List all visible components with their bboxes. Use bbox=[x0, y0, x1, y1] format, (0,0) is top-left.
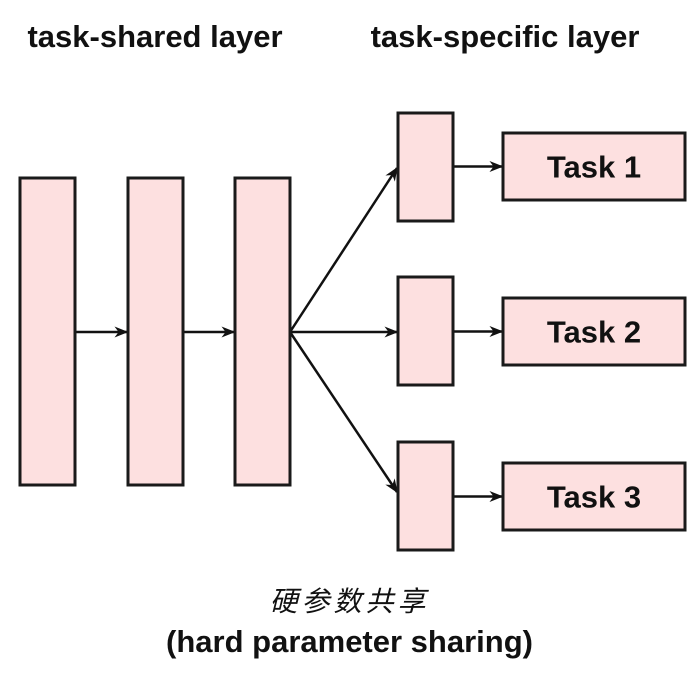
arrow-shared-to-specific-3 bbox=[288, 331, 399, 494]
task-specific-layer-1 bbox=[396, 111, 455, 223]
task-label-3: Task 3 bbox=[547, 480, 641, 515]
task-box-1 bbox=[501, 131, 687, 202]
shared-layer-3 bbox=[233, 176, 292, 487]
task-box-3 bbox=[501, 461, 687, 532]
task-specific-layer-3 bbox=[396, 440, 455, 552]
task-shared-layer-text: task-shared layer bbox=[27, 19, 283, 54]
task-specific-layer-2 bbox=[396, 275, 455, 387]
shared-layer-1 bbox=[18, 176, 77, 487]
task-box-2 bbox=[501, 296, 687, 367]
task-shared-layer-label: task-shared layer bbox=[20, 18, 290, 56]
shared-layer-2 bbox=[126, 176, 185, 487]
task-specific-layer-label: task-specific layer bbox=[370, 18, 640, 56]
task-specific-layer-text: task-specific layer bbox=[370, 19, 640, 54]
task-label-1: Task 1 bbox=[547, 150, 641, 185]
arrow-shared-to-specific-1 bbox=[288, 166, 399, 333]
caption-chinese: 硬参数共享 bbox=[269, 585, 430, 618]
task-label-2: Task 2 bbox=[547, 315, 641, 350]
caption-english: (hard parameter sharing) bbox=[166, 624, 533, 659]
